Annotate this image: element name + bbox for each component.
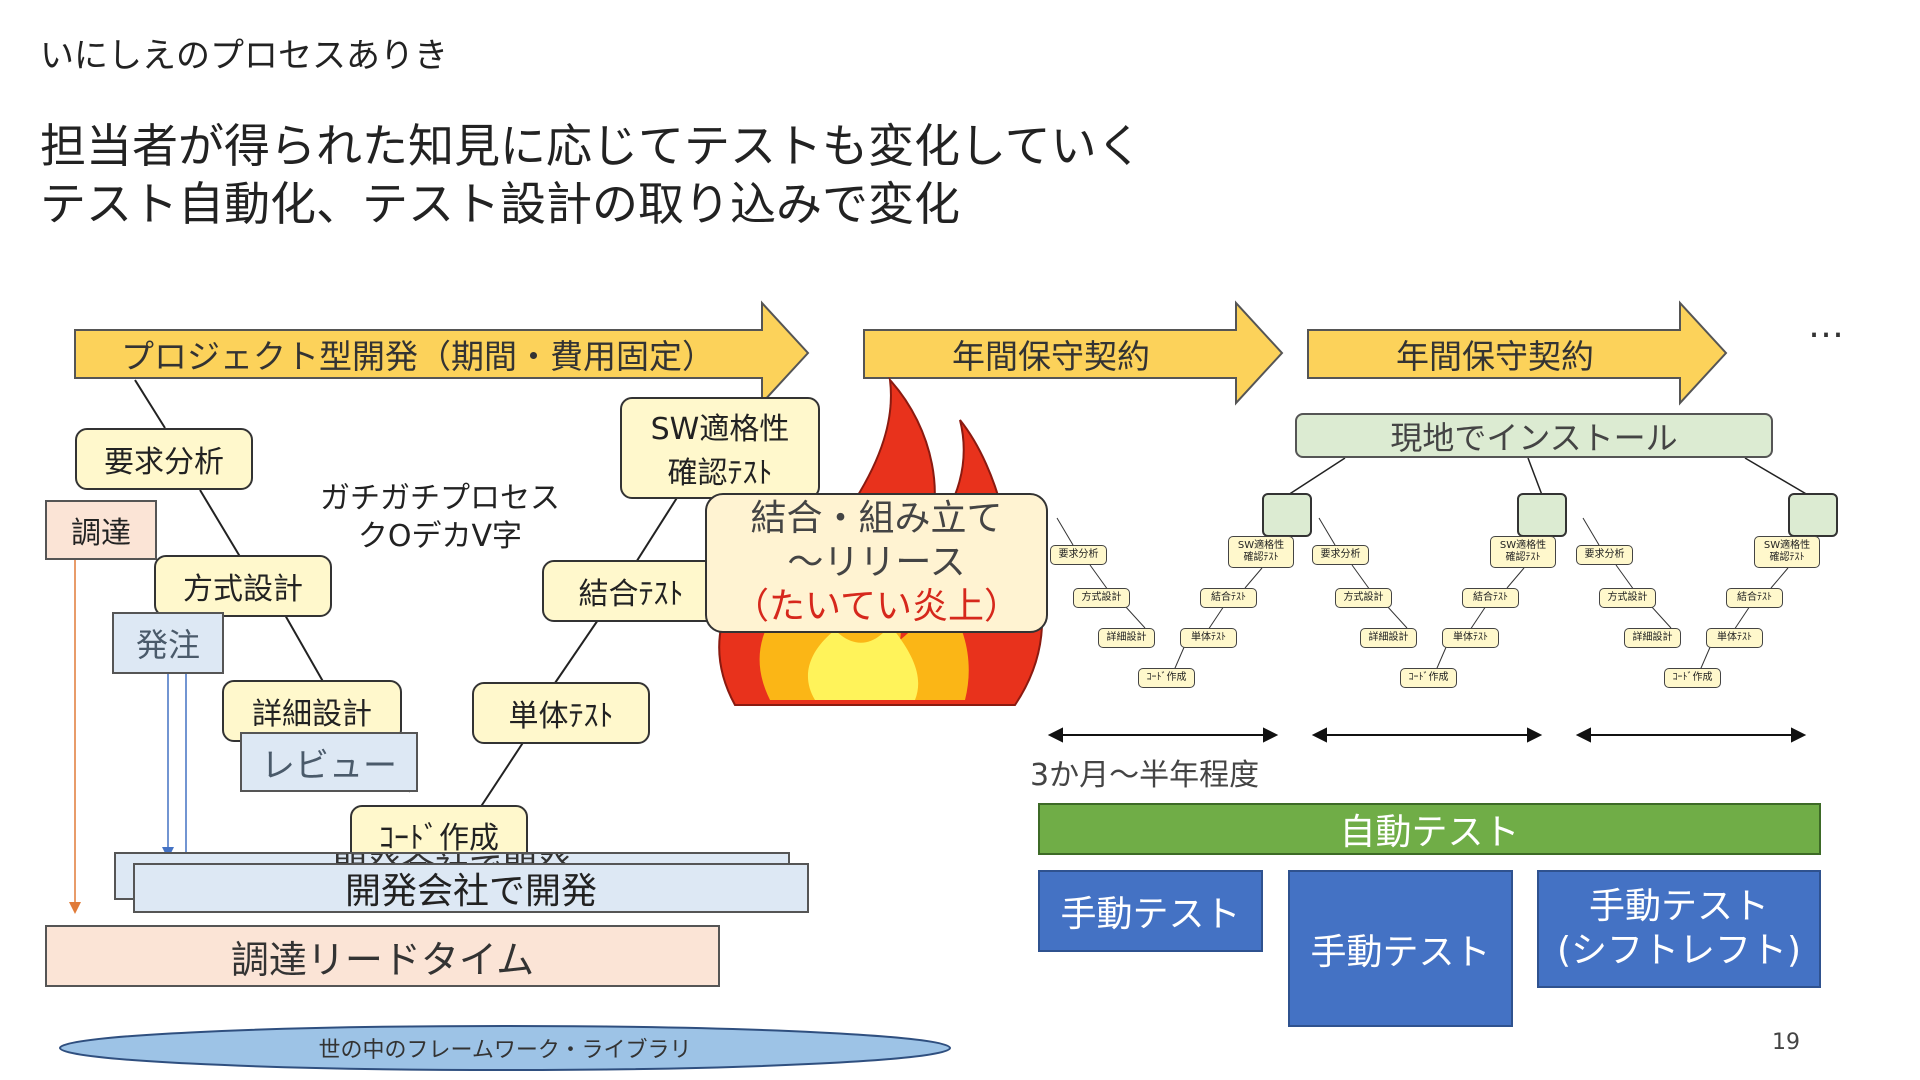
mini-v3-sw-line2: 確認ﾃｽﾄ <box>1769 552 1805 563</box>
mini-v2-sw-line2: 確認ﾃｽﾄ <box>1505 552 1541 563</box>
rigid-process-note: ガチガチプロセス クOデカV字 <box>300 478 580 558</box>
review-box: レビュー <box>240 732 418 792</box>
mini-v1-detail: 詳細設計 <box>1098 628 1155 648</box>
mini-v3-code: ｺｰﾄﾞ作成 <box>1664 668 1721 688</box>
mini-v1-unit: 単体ﾃｽﾄ <box>1180 628 1237 648</box>
maintenance-label-2: 年間保守契約 <box>1396 337 1594 376</box>
mini-v2-sw: SW適格性 確認ﾃｽﾄ <box>1490 536 1556 568</box>
install-node-1 <box>1262 493 1312 537</box>
mini-v1-method: 方式設計 <box>1073 588 1130 608</box>
project-phase-label: プロジェクト型開発（期間・費用固定） <box>121 337 715 376</box>
method-design-box: 方式設計 <box>154 555 332 617</box>
mini-v1-code: ｺｰﾄﾞ作成 <box>1138 668 1195 688</box>
order-box: 発注 <box>112 612 224 674</box>
procurement-box: 調達 <box>45 500 157 560</box>
maintenance-arrow-1 <box>863 300 1284 406</box>
section-subtitle: いにしえのプロセスありき <box>40 36 448 76</box>
maintenance-arrow-2 <box>1307 300 1728 406</box>
page-number: 19 <box>1772 1030 1800 1055</box>
dev-company-bar-front: 開発会社で開発 <box>133 863 809 913</box>
mini-v1-sw-line2: 確認ﾃｽﾄ <box>1243 552 1279 563</box>
sw-qualification-line2: 確認ﾃｽﾄ <box>667 456 773 491</box>
mini-v2-unit: 単体ﾃｽﾄ <box>1442 628 1499 648</box>
procurement-leadtime-bar: 調達リードタイム <box>45 925 720 987</box>
mini-v-lines <box>1056 517 1789 676</box>
mini-v3-req: 要求分析 <box>1576 545 1633 565</box>
framework-label: 世の中のフレームワーク・ライブラリ <box>318 1038 692 1063</box>
install-node-3 <box>1788 493 1838 537</box>
unit-test-box: 単体ﾃｽﾄ <box>472 682 650 744</box>
manual-test-box-3: 手動テスト (シフトレフト) <box>1537 870 1821 988</box>
mini-v1-sw: SW適格性 確認ﾃｽﾄ <box>1228 536 1294 568</box>
mini-v2-detail: 詳細設計 <box>1360 628 1417 648</box>
mini-v3-sw-line1: SW適格性 <box>1763 540 1811 551</box>
project-phase-arrow <box>74 300 810 406</box>
manual-test-box-2: 手動テスト <box>1288 870 1513 1027</box>
period-arrows <box>1047 727 1807 743</box>
slide-title-line2: テスト自動化、テスト設計の取り込みで変化 <box>40 177 960 231</box>
mini-v1-integ: 結合ﾃｽﾄ <box>1200 588 1257 608</box>
release-box: 結合・組み立て ～リリース （たいてい炎上） <box>705 493 1048 633</box>
integration-test-box: 結合ﾃｽﾄ <box>542 560 720 622</box>
install-tree-lines <box>1287 457 1809 496</box>
more-ellipsis: … <box>1808 305 1844 346</box>
rigid-process-note-line2: クOデカV字 <box>357 519 523 554</box>
mini-v3-detail: 詳細設計 <box>1624 628 1681 648</box>
auto-test-bar: 自動テスト <box>1038 803 1821 855</box>
detail-design-box: 詳細設計 <box>222 680 402 742</box>
mini-v3-method: 方式設計 <box>1599 588 1656 608</box>
manual-test-box-1: 手動テスト <box>1038 870 1263 952</box>
mini-v2-code: ｺｰﾄﾞ作成 <box>1400 668 1457 688</box>
mini-v3-integ: 結合ﾃｽﾄ <box>1726 588 1783 608</box>
install-node-2 <box>1517 493 1567 537</box>
sw-qualification-test-box: SW適格性 確認ﾃｽﾄ <box>620 397 820 499</box>
mini-v2-method: 方式設計 <box>1335 588 1392 608</box>
framework-ellipse <box>59 1025 951 1071</box>
mini-v1-sw-line1: SW適格性 <box>1237 540 1285 551</box>
manual-test-3-line1: 手動テスト <box>1588 886 1769 927</box>
period-label: 3か月～半年程度 <box>1030 758 1260 793</box>
mini-v2-integ: 結合ﾃｽﾄ <box>1462 588 1519 608</box>
mini-v2-sw-line1: SW適格性 <box>1499 540 1547 551</box>
mini-v3-unit: 単体ﾃｽﾄ <box>1706 628 1763 648</box>
req-analysis-box: 要求分析 <box>75 428 253 490</box>
maintenance-label-1: 年間保守契約 <box>952 337 1150 376</box>
release-line3: （たいてい炎上） <box>733 586 1020 627</box>
mini-v2-req: 要求分析 <box>1312 545 1369 565</box>
rigid-process-note-line1: ガチガチプロセス <box>320 481 560 516</box>
release-line2: ～リリース <box>787 542 966 583</box>
slide-title-line1: 担当者が得られた知見に応じてテストも変化していく <box>40 119 1143 173</box>
release-line1: 結合・組み立て <box>750 498 1003 539</box>
sw-qualification-line1: SW適格性 <box>650 412 790 447</box>
local-install-box: 現地でインストール <box>1295 413 1773 458</box>
mini-v3-sw: SW適格性 確認ﾃｽﾄ <box>1754 536 1820 568</box>
manual-test-3-line2: (シフトレフト) <box>1556 930 1802 971</box>
mini-v1-req: 要求分析 <box>1050 545 1107 565</box>
